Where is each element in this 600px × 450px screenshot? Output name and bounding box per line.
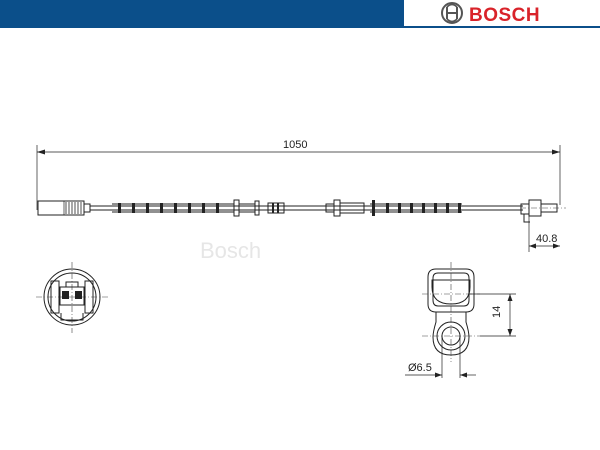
sensor-head [520, 199, 566, 223]
overall-length-dimension: 1050 [36, 139, 561, 210]
grommet-2 [325, 199, 365, 217]
watermark-text: Bosch [200, 238, 261, 263]
cable-sheath-2 [370, 200, 462, 216]
cable-clips [112, 199, 462, 217]
hole-diameter-dimension: Ø6.5 [405, 336, 476, 378]
bosch-armature-icon [441, 2, 463, 24]
banner-white-panel [404, 0, 600, 27]
brand-banner: BOSCH [0, 0, 600, 28]
sensor-boss-view [422, 262, 480, 362]
end-offset-dimension: 40.8 [528, 216, 560, 252]
clip-mid-1 [267, 202, 285, 214]
brand-name: BOSCH [469, 5, 540, 26]
connector-plug [37, 200, 91, 216]
boss-height-label: 14 [491, 306, 503, 318]
hole-diameter-label: Ø6.5 [408, 362, 432, 374]
end-offset-label: 40.8 [536, 233, 557, 245]
overall-length-label: 1050 [283, 139, 307, 151]
boss-height-dimension: 14 [468, 293, 516, 337]
connector-face-view [36, 262, 108, 333]
grommet-1 [233, 199, 260, 217]
banner-blue-band [0, 0, 422, 27]
cable-sheath-1 [112, 203, 234, 213]
